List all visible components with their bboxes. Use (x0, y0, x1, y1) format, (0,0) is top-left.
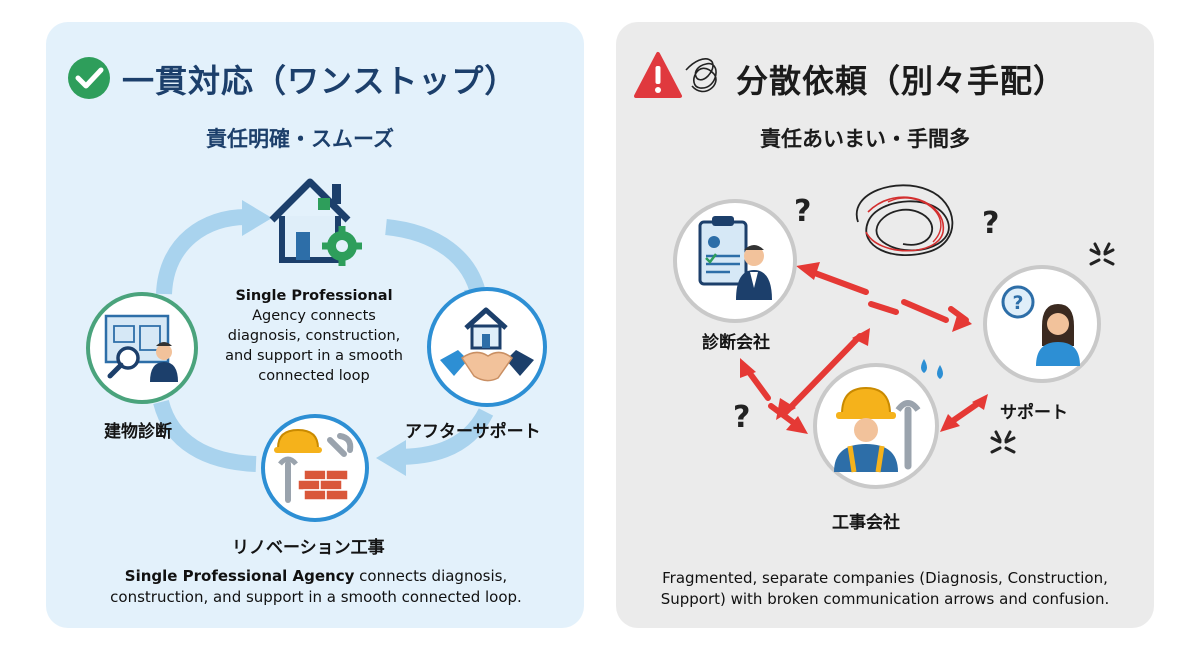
frustration-icon (1089, 242, 1115, 266)
warning-icon (634, 52, 717, 98)
frustration-icon-2 (990, 430, 1016, 454)
one-stop-subtitle: 責任明確・スムーズ (206, 127, 394, 151)
center-description-rest: Agency connects diagnosis, construction,… (225, 308, 403, 384)
diagnosis-label: 建物診断 (104, 422, 172, 442)
center-description-bold: Single Professional (235, 288, 393, 304)
house-gear-icon (269, 178, 362, 266)
renovation-tools-icon (261, 414, 369, 522)
svg-text:?: ? (1012, 292, 1023, 314)
support-staff-icon: ? (983, 265, 1101, 383)
center-description: Single Professional Agency connects diag… (214, 286, 414, 386)
fragmented-subtitle: 責任あいまい・手間多 (760, 127, 970, 151)
loop-arrows (153, 200, 498, 476)
handshake-house-icon (427, 287, 547, 407)
support-label: サポート (1000, 403, 1068, 423)
diagnosis-company-icon (673, 199, 797, 323)
building-diagnosis-icon (86, 292, 198, 404)
fragmented-caption: Fragmented, separate companies (Diagnosi… (660, 569, 1110, 608)
sweat-drops-icon (921, 359, 943, 379)
one-stop-caption-bold: Single Professional Agency (124, 567, 355, 585)
construction-worker-icon (813, 363, 939, 489)
question-mark-2: ? (982, 206, 1000, 241)
diagnosis-company-label: 診断会社 (702, 333, 770, 353)
after-support-label: アフターサポート (405, 422, 541, 442)
one-stop-caption: Single Professional Agency connects diag… (86, 566, 546, 608)
construction-company-label: 工事会社 (832, 513, 900, 533)
confusion-scribble-icon (855, 184, 954, 256)
question-mark-1: ? (794, 194, 812, 229)
one-stop-title: 一貫対応（ワンストップ） (122, 62, 518, 100)
check-circle-icon (68, 57, 110, 99)
renovation-label: リノベーション工事 (232, 538, 385, 558)
question-mark-3: ? (733, 400, 751, 435)
one-stop-caption-rest: connects diagnosis, construction, and su… (110, 567, 522, 606)
fragmented-title: 分散依頼（別々手配） (736, 62, 1067, 100)
broken-communication-arrows (740, 262, 988, 434)
